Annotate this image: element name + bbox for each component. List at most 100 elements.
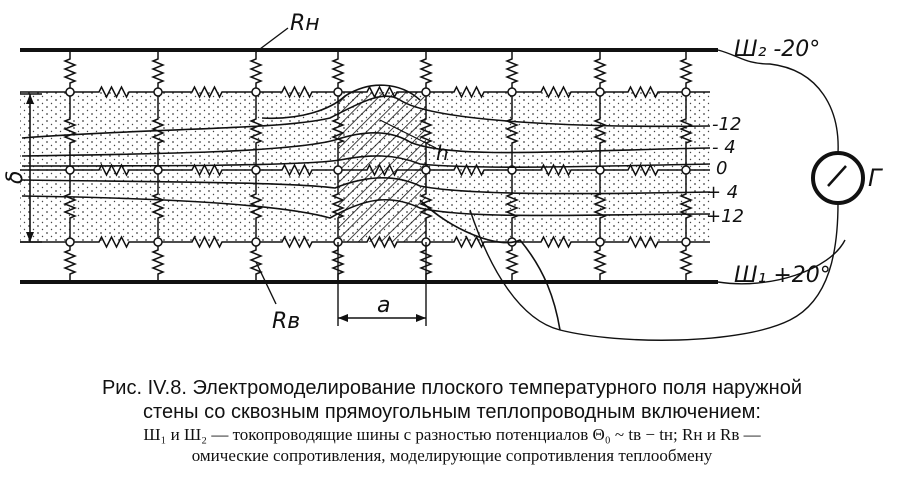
wire-probe [469, 202, 839, 341]
horizontal-resistor [426, 163, 512, 177]
isotherm-m12 [21, 95, 711, 139]
isotherm-p12 [21, 195, 711, 219]
grid-node [65, 165, 75, 175]
vertical-resistor [678, 242, 694, 282]
horizontal-resistor [512, 235, 600, 249]
caption-line-2: стены со сквозным прямоугольным теплопро… [143, 401, 761, 423]
vertical-resistor [504, 242, 520, 282]
h-label: h [436, 141, 449, 165]
horizontal-resistor [158, 85, 256, 99]
isotherm-m4 [21, 131, 711, 157]
grid-node [153, 237, 163, 247]
isotherm-lines [21, 84, 711, 331]
horizontal-resistor [338, 85, 426, 99]
horizontal-resistor [256, 85, 338, 99]
isotherm-label-0: 0 [716, 158, 727, 179]
horizontal-resistor [70, 163, 158, 177]
vertical-resistor [330, 50, 346, 92]
vertical-resistor [504, 170, 520, 242]
grid-node [251, 237, 261, 247]
grid-node [681, 165, 691, 175]
resistor-network-svg: δ a Rн Rв Ш₂ -20° Ш₁ +20° h Г -12 - 4 0 … [3, 11, 883, 341]
vertical-resistor [62, 92, 78, 170]
grid-node [153, 165, 163, 175]
isotherm-label-p4: + 4 [706, 182, 738, 203]
horizontal-resistor [256, 163, 338, 177]
conductive-inclusion [338, 92, 426, 242]
horizontal-resistor [70, 85, 158, 99]
vertical-resistor [504, 92, 520, 170]
vertical-resistor [150, 242, 166, 282]
rv-label: Rв [272, 309, 300, 334]
horizontal-resistor [158, 235, 256, 249]
grid-node [507, 165, 517, 175]
vertical-resistor [62, 50, 78, 92]
vertical-resistor [330, 170, 346, 242]
bus2-label: Ш₂ -20° [734, 37, 820, 62]
grid-node [421, 87, 431, 97]
horizontal-resistor [512, 85, 600, 99]
isotherm-p4 [21, 176, 711, 195]
isotherm-top-bulge [261, 84, 421, 120]
vertical-resistor [504, 50, 520, 92]
caption-line-3: Ш₁ и Ш₂ — токопроводящие шины с разность… [143, 425, 761, 444]
isotherm-0 [21, 155, 711, 168]
galvanometer-icon [811, 151, 865, 205]
grid-node [681, 237, 691, 247]
horizontal-resistor [158, 163, 256, 177]
grid-node [65, 87, 75, 97]
caption-line-4: омические сопротивления, моделирующие со… [191, 446, 713, 465]
delta-dimension [20, 93, 42, 243]
galvanometer-needle [827, 165, 847, 187]
isotherm-lower [419, 199, 561, 331]
resistor-grid [20, 50, 710, 282]
rn-label: Rн [290, 11, 320, 36]
isotherm-label-p12: +12 [706, 206, 744, 227]
vertical-resistor [248, 50, 264, 92]
isotherm-label-m12: -12 [712, 114, 741, 135]
rn-leader [255, 27, 289, 53]
circuit-diagram: δ a Rн Rв Ш₂ -20° Ш₁ +20° h Г -12 - 4 0 … [3, 11, 883, 341]
vertical-resistor [418, 50, 434, 92]
vertical-resistor [418, 92, 434, 170]
grid-node [681, 87, 691, 97]
grid-node [595, 237, 605, 247]
vertical-resistor [248, 92, 264, 170]
rv-leader [255, 261, 277, 305]
wire-to-bus2 [717, 49, 839, 154]
h-leader [379, 119, 437, 149]
vertical-resistor [150, 170, 166, 242]
grid-node [153, 87, 163, 97]
horizontal-resistor [600, 85, 686, 99]
vertical-resistor [592, 92, 608, 170]
horizontal-resistor [600, 163, 686, 177]
grid-node [507, 87, 517, 97]
grid-node [421, 165, 431, 175]
grid-node [333, 87, 343, 97]
wire-to-bus1 [717, 239, 846, 285]
delta-label: δ [3, 171, 28, 184]
vertical-resistor [678, 50, 694, 92]
horizontal-resistor [600, 235, 686, 249]
a-dimension [337, 242, 427, 326]
a-label: a [377, 293, 390, 318]
vertical-resistor [330, 92, 346, 170]
figure-caption: Рис. IV.8. Электромоделирование плоского… [6, 376, 898, 466]
horizontal-resistor [426, 85, 512, 99]
grid-node [251, 165, 261, 175]
isotherm-label-m4: - 4 [712, 137, 736, 158]
horizontal-resistor [256, 235, 338, 249]
caption-line-1: Рис. IV.8. Электромоделирование плоского… [101, 377, 803, 399]
grid-node [595, 165, 605, 175]
horizontal-resistor [70, 235, 158, 249]
vertical-resistor [62, 242, 78, 282]
vertical-resistor [62, 170, 78, 242]
vertical-resistor [592, 242, 608, 282]
galvanometer-label: Г [868, 164, 883, 192]
vertical-resistor [150, 50, 166, 92]
grid-node [251, 87, 261, 97]
bus1-label: Ш₁ +20° [734, 263, 831, 288]
vertical-resistor [678, 170, 694, 242]
vertical-resistor [678, 92, 694, 170]
grid-node [595, 87, 605, 97]
